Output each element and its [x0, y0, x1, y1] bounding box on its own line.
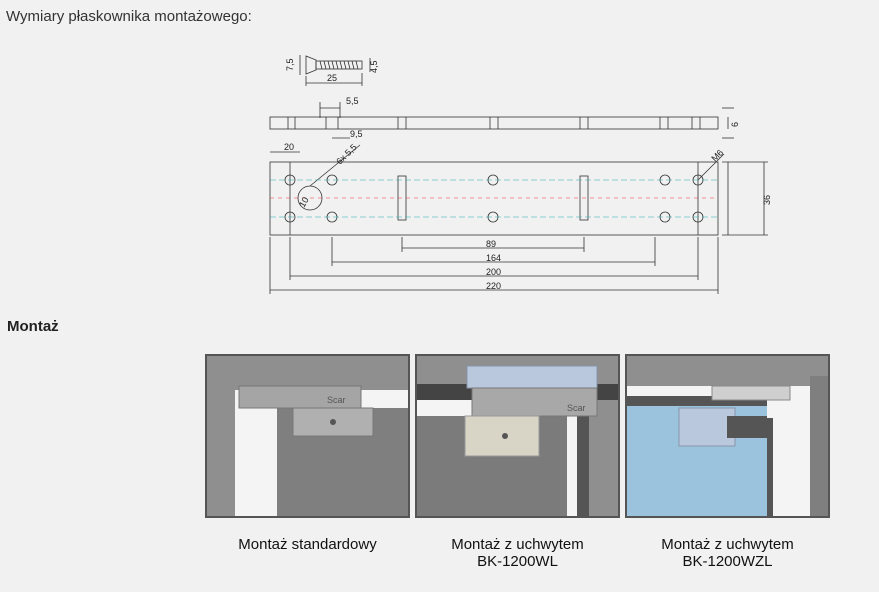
dim-220: 220 — [486, 281, 501, 291]
dim-9-5: 9,5 — [350, 129, 363, 139]
photo-wl-mount: Scar — [415, 354, 620, 518]
dim-hole-10: 10 — [297, 195, 311, 209]
dim-holes: 6x 5,5 — [334, 142, 358, 166]
caption-wzl-line2: BK-1200WZL — [682, 553, 773, 570]
caption-standard: Montaż standardowy — [205, 536, 410, 553]
photo-wzl-mount — [625, 354, 830, 518]
screw-thread-dia: 4,5 — [369, 60, 379, 73]
photo-standard-mount: Scar — [205, 354, 410, 518]
screw-head-dia: 7,5 — [285, 58, 295, 71]
dim-5-5: 5,5 — [346, 96, 359, 106]
caption-standard-line1: Montaż standardowy — [238, 536, 377, 553]
brand-label: Scar — [327, 395, 346, 405]
caption-wl-line1: Montaż z uchwytem — [451, 536, 584, 553]
brand-label-2: Scar — [567, 403, 586, 413]
dim-200: 200 — [486, 267, 501, 277]
mounting-heading: Montaż — [7, 318, 59, 335]
dimensions-heading: Wymiary płaskownika montażowego: — [6, 8, 252, 25]
caption-wzl-line1: Montaż z uchwytem — [661, 536, 794, 553]
screw-length: 25 — [327, 73, 337, 83]
dim-height: 36 — [762, 195, 772, 205]
plate-side-view — [269, 102, 734, 153]
technical-drawing: 7,5 4,5 25 5,5 9,5 20 6 — [260, 40, 780, 305]
dim-89: 89 — [486, 239, 496, 249]
dim-164: 164 — [486, 253, 501, 263]
caption-wl: Montaż z uchwytem BK-1200WL — [415, 536, 620, 570]
caption-wl-line2: BK-1200WL — [477, 553, 558, 570]
dim-thickness: 6 — [730, 122, 740, 127]
dim-thread: M6 — [709, 147, 725, 163]
dimension-lines — [269, 237, 719, 294]
screw-drawing — [299, 55, 371, 86]
dim-20: 20 — [284, 142, 294, 152]
caption-wzl: Montaż z uchwytem BK-1200WZL — [625, 536, 830, 570]
